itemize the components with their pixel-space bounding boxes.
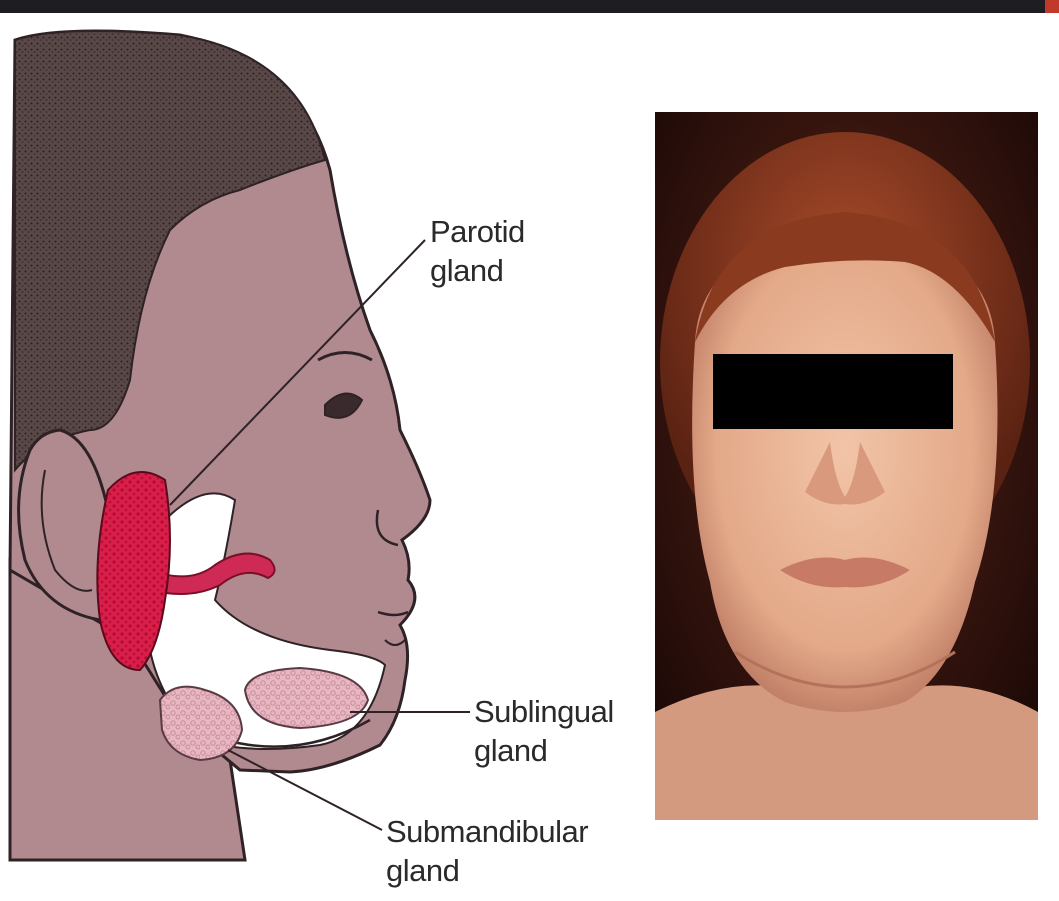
parotid-gland-label: Parotid gland: [430, 212, 525, 290]
sublingual-label-line2: gland: [474, 731, 614, 770]
submandibular-gland-label: Submandibular gland: [386, 812, 588, 890]
submandibular-label-line2: gland: [386, 851, 588, 890]
patient-photo: [655, 112, 1038, 820]
parotid-label-line2: gland: [430, 251, 525, 290]
sublingual-gland-label: Sublingual gland: [474, 692, 614, 770]
censor-bar: [713, 354, 953, 429]
swollen-face-photo: [655, 112, 1038, 820]
parotid-label-line1: Parotid: [430, 212, 525, 251]
corner-marker: [1045, 0, 1059, 13]
sublingual-label-line1: Sublingual: [474, 692, 614, 731]
submandibular-label-line1: Submandibular: [386, 812, 588, 851]
photo-face: [692, 232, 997, 712]
